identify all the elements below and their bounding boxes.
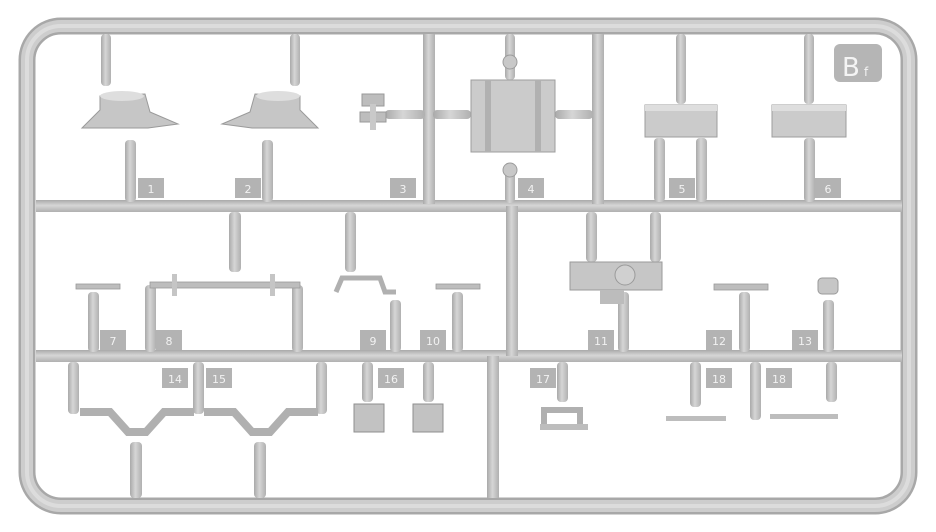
part-tag-number: 9 [370,335,377,348]
part-tag-3: 3 [390,178,416,198]
part-7-tool [75,283,121,290]
part-tag-box [378,368,404,388]
part-tag-number: 18 [772,373,786,386]
part-11-bench-vise [569,261,663,304]
part-tag-number: 6 [825,183,832,196]
part-tag-box [390,178,416,198]
part-2-anvil [220,91,320,129]
part-tag-box [706,330,732,350]
sprue-runners [36,34,902,498]
part-tag-number: 10 [426,335,440,348]
part-12-tool [713,283,769,291]
part-tag-number: 8 [166,335,173,348]
part-tag-number: 12 [712,335,726,348]
part-tag-number: 5 [679,183,686,196]
part-tag-number: 15 [212,373,226,386]
part-4-block [470,54,556,178]
part-3-small-vise [359,93,387,130]
part-tag-7: 7 [100,330,126,350]
part-tag-number: 7 [110,335,117,348]
part-tag-4: 4 [518,178,544,198]
part-tag-box [138,178,164,198]
part-tag-13: 13 [792,330,818,350]
part-tag-15: 15 [206,368,232,388]
part-8-long-bar [149,274,301,296]
sprue-letter: B [842,53,860,83]
part-14-stand [80,408,194,436]
part-tag-6: 6 [815,178,841,198]
part-tag-box [360,330,386,350]
part-9-hand-brace [333,275,396,295]
part-tag-10: 10 [420,330,446,350]
part-5-bracket [644,104,718,138]
part-tag-12: 12 [706,330,732,350]
part-tag-number: 3 [400,183,407,196]
part-tag-box [235,178,261,198]
part-tag-9: 9 [360,330,386,350]
part-13-tool [817,277,839,295]
part-10-tool [435,283,481,290]
part-tag-box [162,368,188,388]
part-tag-box [518,178,544,198]
part-tag-2: 2 [235,178,261,198]
part-tag-1: 1 [138,178,164,198]
part-tag-number: 17 [536,373,550,386]
sprue-frame [18,17,918,515]
part-16-block [353,403,444,433]
part-tag-box [815,178,841,198]
part-tag-number: 18 [712,373,726,386]
sprue-gates [68,34,837,498]
part-6-bracket [771,104,847,138]
part-15-stand [204,408,318,436]
part-tag-box [420,330,446,350]
part-tag-16: 16 [378,368,404,388]
part-tag-number: 16 [384,373,398,386]
part-tag-number: 11 [594,335,608,348]
part-18-hand-drill [666,414,838,421]
part-tag-box [766,368,792,388]
part-tag-box [206,368,232,388]
part-tag-number: 2 [245,183,252,196]
sprue-sub-letter: f [864,65,869,79]
part-tag-18: 18 [706,368,732,388]
part-tag-box [669,178,695,198]
part-tag-17: 17 [530,368,556,388]
part-tag-11: 11 [588,330,614,350]
part-tag-number: 1 [148,183,155,196]
part-tag-box [792,330,818,350]
part-tag-5: 5 [669,178,695,198]
part-tag-number: 13 [798,335,812,348]
part-tag-box [156,330,182,350]
part-tag-number: 4 [528,183,535,196]
part-tag-box [588,330,614,350]
part-1-anvil [80,91,180,129]
part-tag-18: 18 [766,368,792,388]
part-tag-box [706,368,732,388]
part-tag-box [100,330,126,350]
part-tag-8: 8 [156,330,182,350]
part-tag-box [530,368,556,388]
part-tag-14: 14 [162,368,188,388]
part-tag-number: 14 [168,373,182,386]
part-17-clamp [540,407,588,430]
sprue-letter-tab: B f [834,44,882,83]
